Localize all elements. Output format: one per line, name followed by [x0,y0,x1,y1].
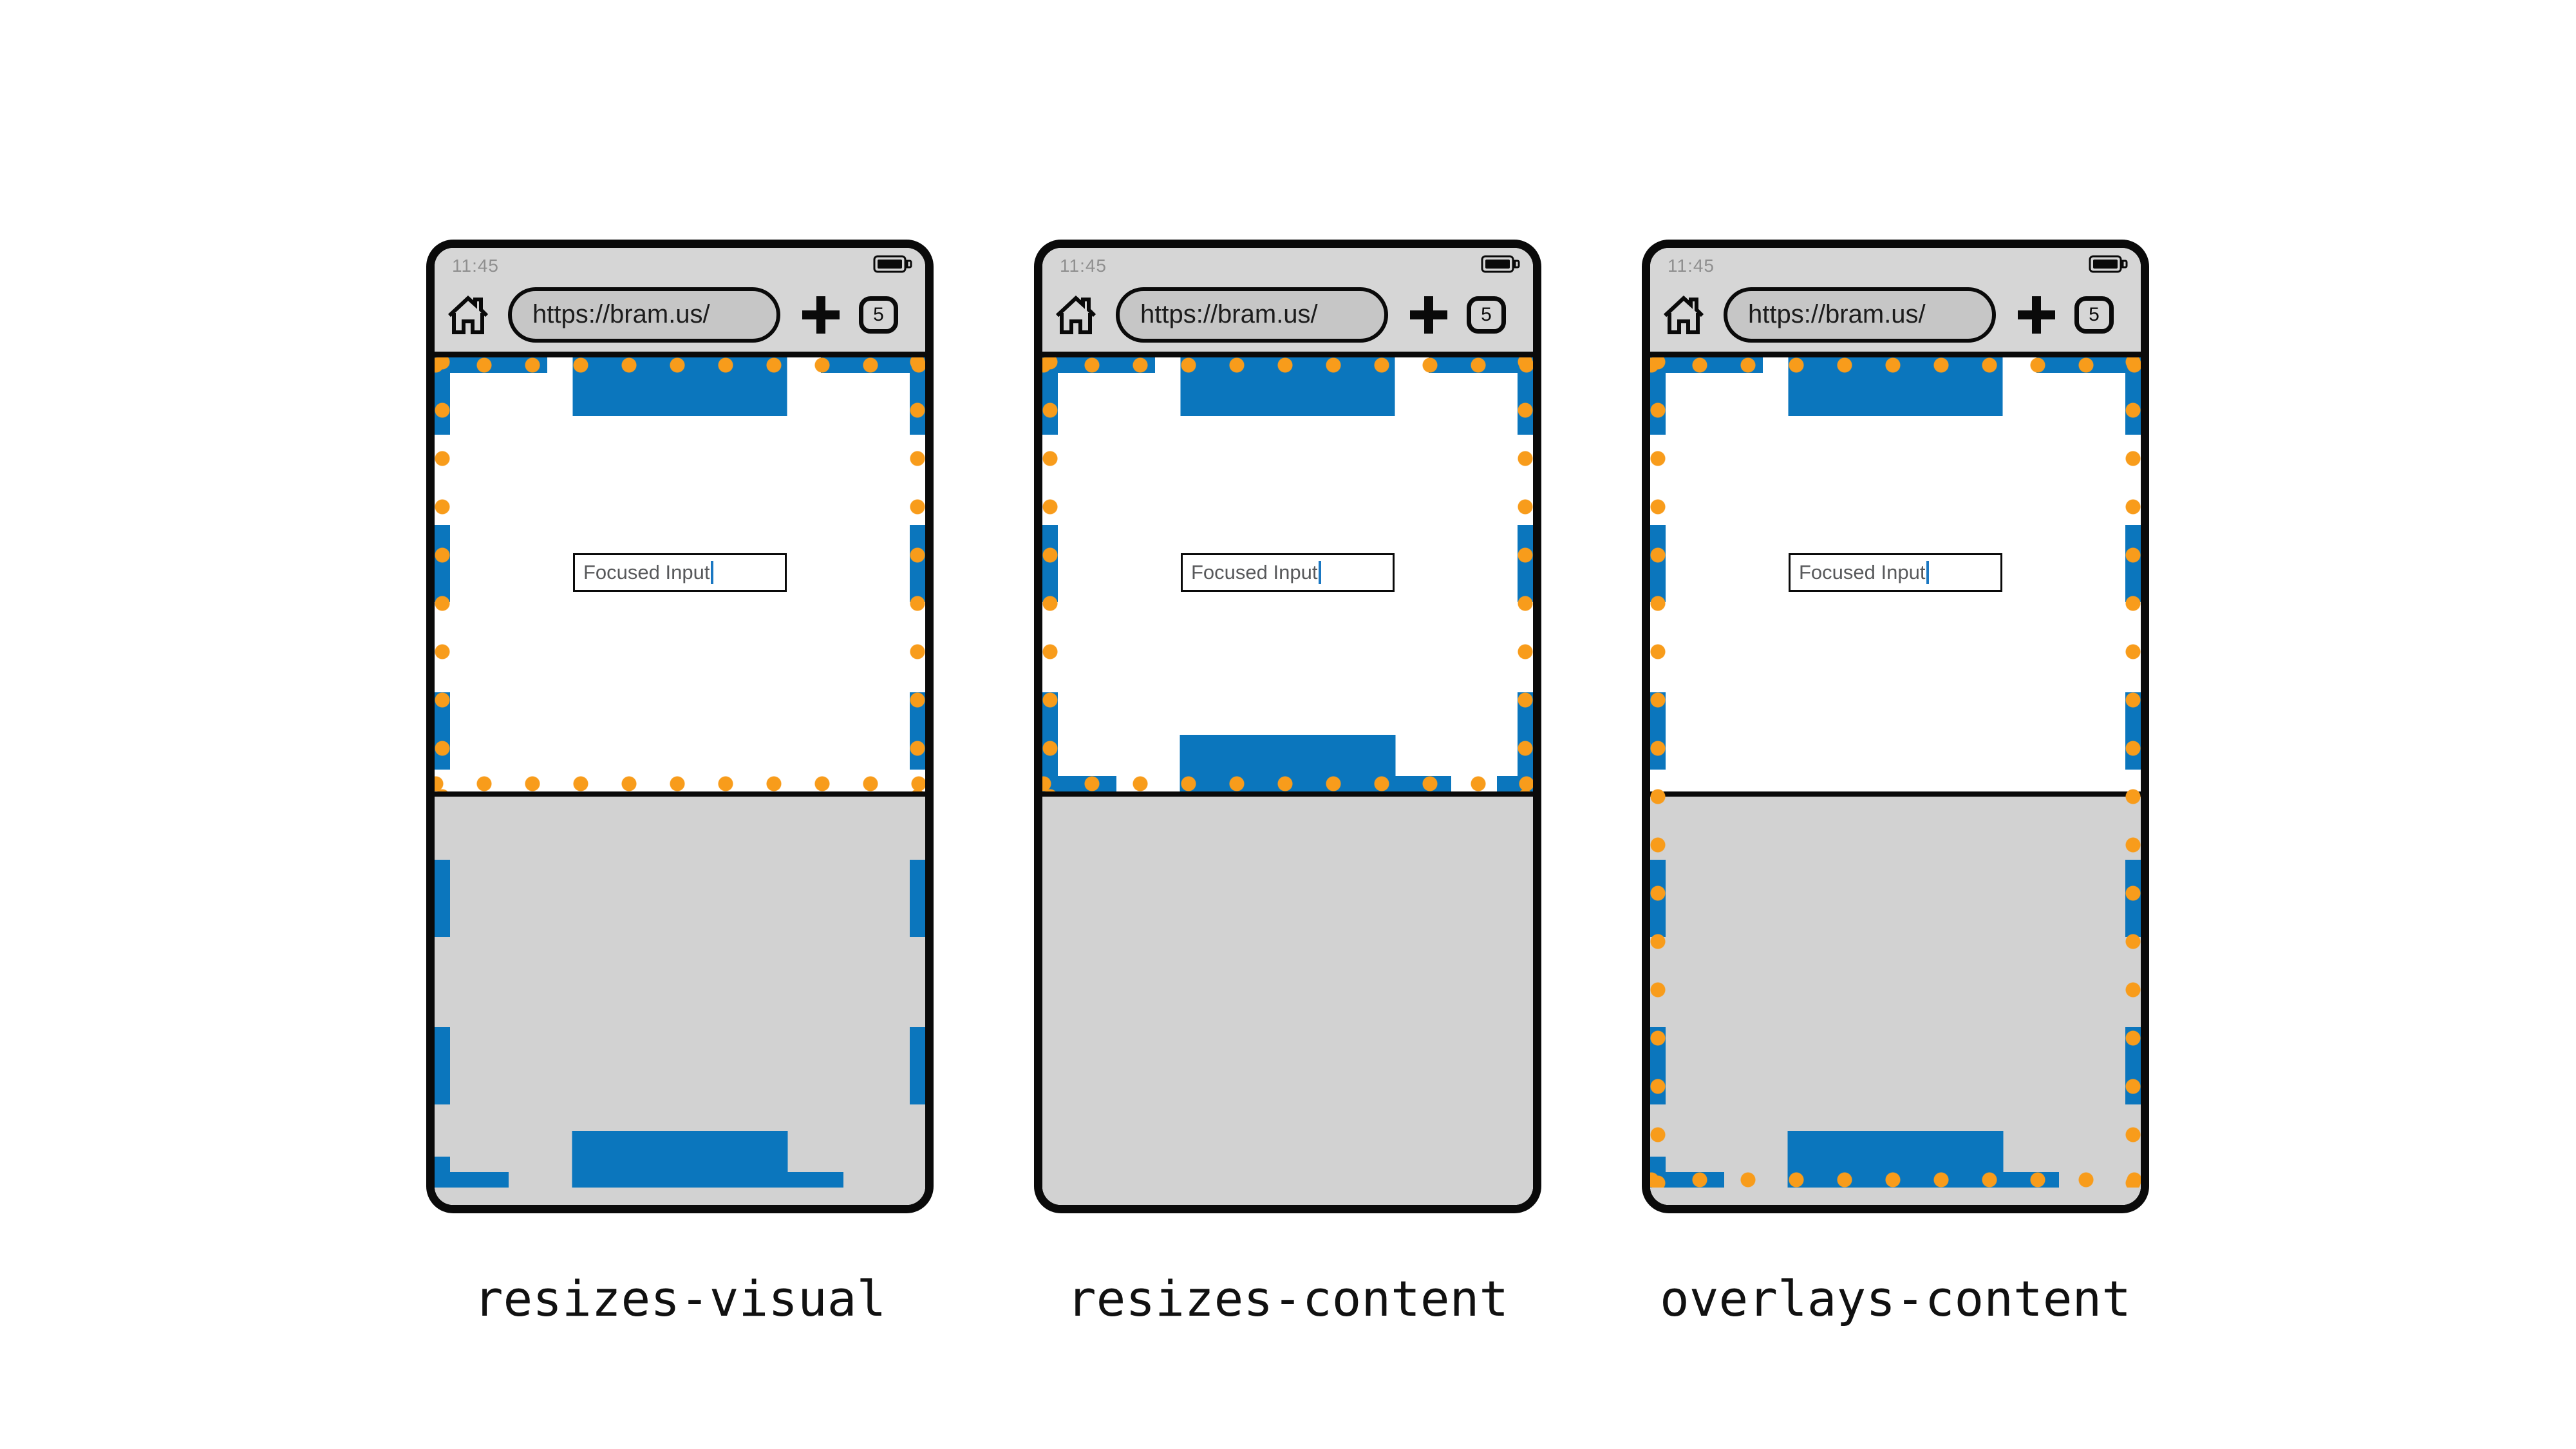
phone-screen: Focused Input [1650,357,2141,1205]
url-bar[interactable]: https://bram.us/ [1116,287,1388,343]
status-bar: 11:45 [1650,248,2141,278]
focused-input-value: Focused Input [1799,561,1926,583]
home-icon[interactable] [1054,294,1098,336]
layout-viewport [1650,357,2141,1188]
layout-viewport-border [1518,357,1533,791]
home-icon[interactable] [446,294,490,336]
keyboard-area [1042,791,1533,1205]
focused-input-value: Focused Input [1191,561,1318,583]
page-header-block [1180,357,1395,416]
plus-icon[interactable] [2018,296,2055,334]
text-caret [711,561,714,584]
status-bar: 11:45 [1042,248,1533,278]
tab-counter[interactable]: 5 [1467,296,1506,334]
status-time: 11:45 [452,256,499,276]
tab-count: 5 [1481,303,1492,325]
page-footer-block [1787,1131,2004,1188]
text-caret [1319,561,1322,584]
phone-screen: Focused Input [1042,357,1533,1205]
phone-mockup-overlays-content: 11:45 https://bram.us/ 5 [1642,240,2149,1213]
focused-input[interactable]: Focused Input [1181,553,1395,592]
caption-resizes-content: resizes-content [1066,1270,1509,1327]
url-text: https://bram.us/ [1140,300,1318,328]
home-icon[interactable] [1662,294,1706,336]
layout-viewport-border [1042,357,1058,791]
phone-mockup-resizes-content: 11:45 https://bram.us/ 5 [1034,240,1541,1213]
phone-screen: Focused Input [435,357,925,1205]
url-bar[interactable]: https://bram.us/ [508,287,780,343]
focused-input-value: Focused Input [583,561,710,583]
caption-overlays-content: overlays-content [1659,1270,2132,1327]
focused-input[interactable]: Focused Input [1789,553,2002,592]
url-text: https://bram.us/ [532,300,710,328]
tab-counter[interactable]: 5 [2074,296,2114,334]
layout-viewport-border [1650,1172,1686,1188]
page-footer-block [572,1131,788,1188]
browser-chrome: 11:45 https://bram.us/ 5 [1042,248,1533,357]
battery-icon [2089,255,2129,273]
plus-icon[interactable] [802,296,840,334]
layout-viewport-border [1650,357,1666,1188]
layout-viewport-border [435,1172,471,1188]
browser-toolbar: https://bram.us/ 5 [435,278,925,352]
battery-icon [873,255,913,273]
url-bar[interactable]: https://bram.us/ [1724,287,1996,343]
page-header-block [572,357,787,416]
page-footer-block [1180,735,1396,791]
status-time: 11:45 [1060,256,1107,276]
status-bar: 11:45 [435,248,925,278]
browser-toolbar: https://bram.us/ 5 [1042,278,1533,352]
layout-viewport-border [2125,357,2141,1188]
tab-counter[interactable]: 5 [859,296,898,334]
focused-input[interactable]: Focused Input [573,553,787,592]
status-time: 11:45 [1668,256,1715,276]
phone-mockup-resizes-visual: 11:45 https://bram.us/ 5 [426,240,934,1213]
layout-viewport [435,357,925,1188]
browser-chrome: 11:45 https://bram.us/ 5 [1650,248,2141,357]
layout-viewport-border [1042,776,1078,791]
tab-count: 5 [873,303,884,325]
layout-viewport-border [1497,776,1533,791]
layout-viewport-border [910,357,925,1188]
url-text: https://bram.us/ [1748,300,1926,328]
tab-count: 5 [2089,303,2100,325]
browser-toolbar: https://bram.us/ 5 [1650,278,2141,352]
page-header-block [1788,357,2003,416]
text-caret [1926,561,1930,584]
layout-viewport-border [435,357,450,1188]
browser-chrome: 11:45 https://bram.us/ 5 [435,248,925,357]
caption-resizes-visual: resizes-visual [473,1270,887,1327]
plus-icon[interactable] [1410,296,1447,334]
battery-icon [1481,255,1521,273]
